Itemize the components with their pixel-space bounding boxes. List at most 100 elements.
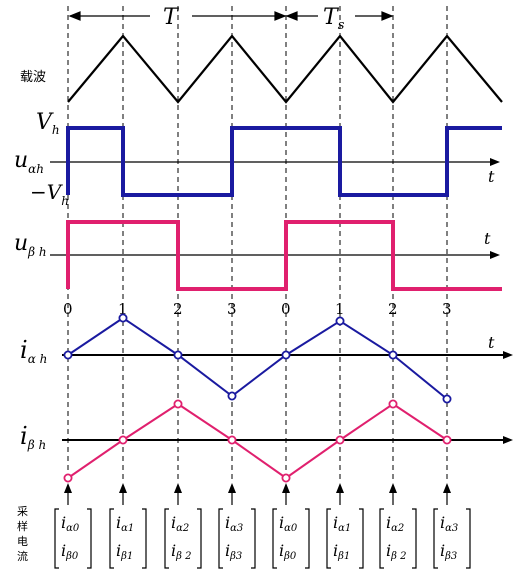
sample-index-label: 3 xyxy=(227,300,237,318)
sample-arrowhead xyxy=(174,483,182,493)
sample-arrowhead xyxy=(282,483,290,493)
i-beta-sample-point xyxy=(442,435,452,445)
i-beta-sample-point xyxy=(388,399,398,409)
bracket-left xyxy=(326,508,331,569)
v-h-label: Vh xyxy=(36,110,60,137)
period-T-arrowhead-left xyxy=(68,11,81,21)
period-Ts-arrowhead-right xyxy=(381,11,394,21)
sample-i-alpha: iα1 xyxy=(116,513,134,534)
bracket-right xyxy=(466,508,471,569)
sample-arrowhead xyxy=(389,483,397,493)
i-alpha-sample-point xyxy=(118,313,128,323)
period-T-arrowhead-right xyxy=(274,11,287,21)
sample-arrowhead xyxy=(443,483,451,493)
bracket-right xyxy=(197,508,202,569)
u-alpha-t-label: t xyxy=(488,167,495,186)
neg-v-h-label: −Vh xyxy=(30,180,69,208)
i-alpha-sample-point xyxy=(173,350,183,360)
u-alpha-axis-arrowhead xyxy=(490,158,500,166)
sample-i-alpha: iα0 xyxy=(61,513,80,534)
bracket-left xyxy=(109,508,114,569)
sampling-current-label: 采 样 电 流 xyxy=(17,505,28,563)
bracket-left xyxy=(164,508,169,569)
sample-arrowhead xyxy=(64,483,72,493)
sample-i-beta: iβ0 xyxy=(61,541,79,562)
bracket-right xyxy=(87,508,92,569)
carrier-label: 载波 xyxy=(20,70,46,85)
i-alpha-h-triangle-wave xyxy=(67,316,448,400)
bracket-left xyxy=(218,508,223,569)
i-beta-sample-point xyxy=(118,435,128,445)
bracket-right xyxy=(251,508,256,569)
sample-i-beta: iβ3 xyxy=(440,541,457,562)
i-beta-sample-point xyxy=(281,473,291,483)
u-alpha-h-label: uαh xyxy=(14,148,44,176)
sample-index-label: 2 xyxy=(388,300,398,318)
bracket-left xyxy=(54,508,59,569)
sample-index-label: 2 xyxy=(173,300,183,318)
sampling-char-2: 样 xyxy=(17,519,28,533)
i-alpha-t-label: t xyxy=(488,333,495,352)
bracket-left xyxy=(433,508,438,569)
sample-vector: iα2 iβ 2 xyxy=(379,483,417,569)
sample-index-label: 3 xyxy=(442,300,452,318)
sample-i-alpha: iα3 xyxy=(225,513,243,534)
u-beta-h-label: uβ h xyxy=(14,231,47,259)
i-alpha-sample-point xyxy=(335,316,345,326)
sample-i-alpha: iα1 xyxy=(333,513,351,534)
i-beta-h-label: iβ h xyxy=(20,422,46,452)
sample-i-alpha: iα2 xyxy=(386,513,404,534)
i-beta-sample-point xyxy=(173,399,183,409)
i-alpha-sample-point xyxy=(281,350,291,360)
sample-arrowhead xyxy=(119,483,127,493)
sample-i-alpha: iα2 xyxy=(171,513,189,534)
bracket-left xyxy=(272,508,277,569)
u-beta-h-square-wave xyxy=(66,220,502,291)
sampling-char-3: 电 xyxy=(17,535,28,548)
sample-i-beta: iβ3 xyxy=(225,541,242,562)
period-Ts-label: Ts xyxy=(323,5,345,33)
period-T-label: T xyxy=(163,5,180,30)
i-beta-sample-point xyxy=(335,435,345,445)
i-beta-h-triangle-wave xyxy=(67,402,448,480)
sampling-char-4: 流 xyxy=(17,549,28,563)
carrier-triangle-wave xyxy=(67,34,503,104)
sample-arrowhead xyxy=(336,483,344,493)
sample-i-alpha: iα3 xyxy=(440,513,458,534)
i-alpha-sample-point xyxy=(227,391,237,401)
i-beta-axis-arrowhead xyxy=(503,436,513,444)
i-beta-sample-point xyxy=(63,473,73,483)
period-markers xyxy=(68,11,394,21)
i-alpha-h-label: iα h xyxy=(20,336,47,366)
sample-i-beta: iβ1 xyxy=(333,541,350,562)
i-beta-sample-points xyxy=(63,399,452,483)
sample-i-beta: iβ 2 xyxy=(171,541,191,562)
sample-i-beta: iβ0 xyxy=(279,541,297,562)
i-alpha-sample-point xyxy=(442,394,452,404)
bracket-right xyxy=(359,508,364,569)
bracket-right xyxy=(412,508,417,569)
sample-index-label: 1 xyxy=(335,300,345,318)
u-beta-t-label: t xyxy=(484,229,491,248)
i-alpha-axis-arrowhead xyxy=(503,351,513,359)
i-beta-sample-point xyxy=(227,435,237,445)
sample-i-alpha: iα0 xyxy=(279,513,298,534)
bracket-left xyxy=(379,508,384,569)
i-alpha-sample-points xyxy=(63,313,452,404)
sample-index-label: 1 xyxy=(118,300,128,318)
sampling-char-1: 采 xyxy=(17,505,28,518)
bracket-right xyxy=(305,508,310,569)
i-alpha-sample-point xyxy=(63,350,73,360)
sample-vector: iα2 iβ 2 xyxy=(164,483,202,569)
sample-i-beta: iβ 2 xyxy=(386,541,406,562)
u-alpha-h-square-wave xyxy=(66,126,502,197)
